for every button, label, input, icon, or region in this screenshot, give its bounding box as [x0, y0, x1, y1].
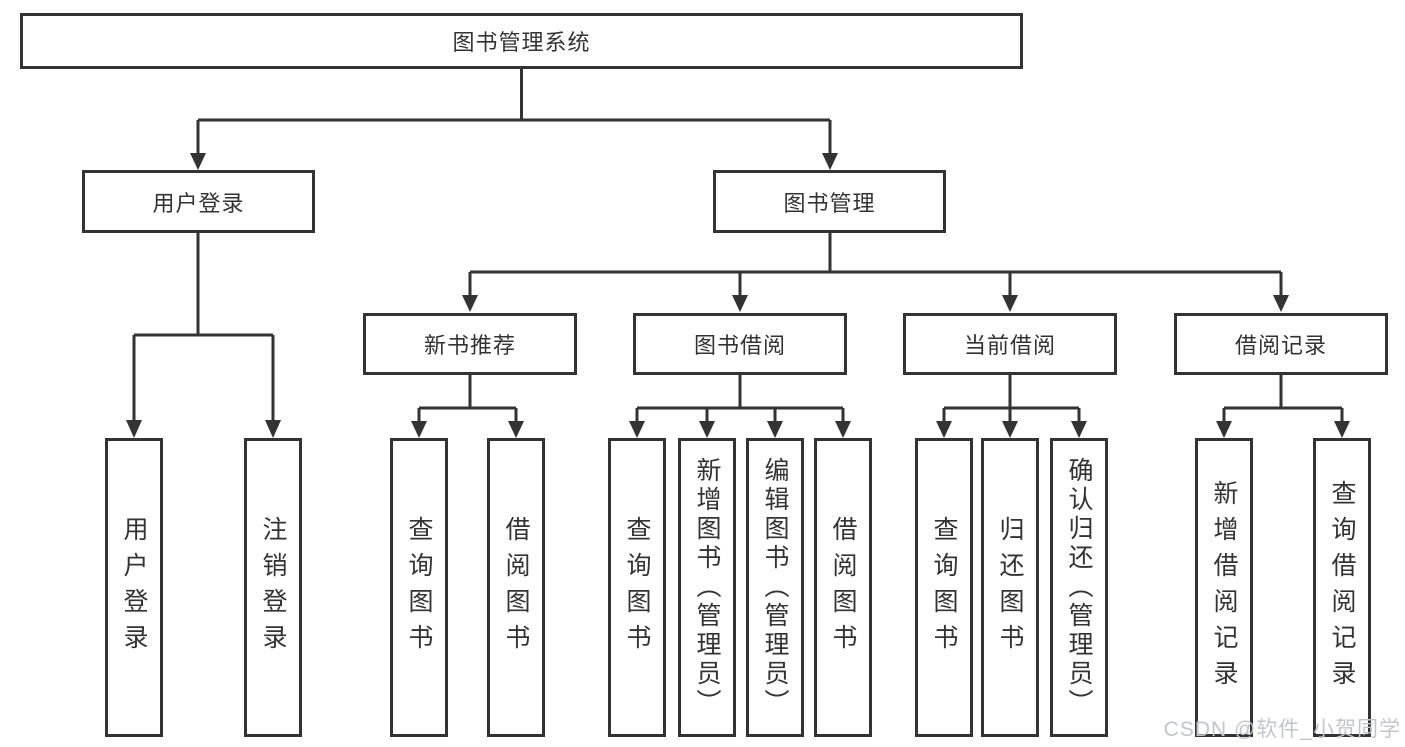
- leaf-recommend-borrow-books: 借阅图书: [487, 438, 545, 737]
- leaf-recommend-query-books: 查询图书: [390, 438, 448, 737]
- leaf-records-add-record: 新增借阅记录: [1195, 438, 1253, 737]
- arrowhead: [1002, 295, 1018, 312]
- leaf-label: 编辑图书（管理员）: [761, 457, 789, 718]
- connector-root: [196, 68, 832, 154]
- node-current-borrowing: 当前借阅: [903, 313, 1117, 375]
- arrowhead: [767, 421, 783, 438]
- connector-user-login: [132, 232, 275, 421]
- node-book-borrowing: 图书借阅: [633, 313, 847, 375]
- node-user-login: 用户登录: [82, 170, 315, 233]
- leaf-label: 新增图书（管理员）: [693, 457, 721, 718]
- leaf-label: 借阅图书: [502, 515, 530, 660]
- arrowhead: [190, 153, 206, 170]
- leaf-borrow-add-books-admin: 新增图书（管理员）: [678, 438, 736, 737]
- arrowhead: [1071, 421, 1087, 438]
- leaf-label: 查询图书: [405, 515, 433, 660]
- connector-new-book-recommendation: [417, 375, 518, 423]
- leaf-borrow-edit-books-admin: 编辑图书（管理员）: [746, 438, 804, 737]
- arrowhead: [936, 421, 952, 438]
- arrowhead: [265, 420, 281, 438]
- leaf-label: 用户登录: [120, 515, 148, 660]
- arrowhead: [462, 295, 478, 312]
- arrowhead: [411, 421, 427, 438]
- leaf-label: 借阅图书: [829, 515, 857, 660]
- leaf-label: 查询借阅记录: [1328, 479, 1356, 696]
- leaf-label: 查询图书: [930, 515, 958, 660]
- connector-current-borrowing: [942, 375, 1081, 423]
- arrowhead: [1216, 421, 1232, 438]
- arrowhead: [1334, 421, 1350, 438]
- leaf-current-return-books: 归还图书: [981, 438, 1039, 737]
- arrowhead: [732, 295, 748, 312]
- arrowhead: [835, 421, 851, 438]
- arrowhead: [1002, 421, 1018, 438]
- connector-book-borrowing: [635, 375, 845, 423]
- leaf-user-login: 用户登录: [105, 438, 163, 737]
- connector-borrowing-records: [1222, 375, 1344, 423]
- node-borrowing-records: 借阅记录: [1174, 313, 1388, 375]
- arrowhead: [126, 420, 142, 438]
- leaf-records-query-record: 查询借阅记录: [1313, 438, 1371, 737]
- leaf-current-confirm-return-admin: 确认归还（管理员）: [1050, 438, 1108, 737]
- leaf-label: 新增借阅记录: [1210, 479, 1238, 696]
- node-new-book-recommendation: 新书推荐: [363, 313, 577, 375]
- arrowhead: [508, 421, 524, 438]
- arrowhead: [822, 153, 838, 170]
- csdn-watermark: CSDN @软件_小贺同学: [1163, 718, 1401, 741]
- leaf-current-query-books: 查询图书: [915, 438, 973, 737]
- connector-book-management: [468, 232, 1283, 297]
- leaf-borrow-borrow-books: 借阅图书: [814, 438, 872, 737]
- leaf-label: 归还图书: [996, 515, 1024, 660]
- arrowhead: [629, 421, 645, 438]
- leaf-logout: 注销登录: [244, 438, 302, 737]
- leaf-borrow-query-books: 查询图书: [608, 438, 666, 737]
- node-library-system: 图书管理系统: [20, 13, 1023, 69]
- leaf-label: 确认归还（管理员）: [1065, 457, 1093, 718]
- arrowhead: [699, 421, 715, 438]
- leaf-label: 查询图书: [623, 515, 651, 660]
- arrowhead: [1273, 295, 1289, 312]
- leaf-label: 注销登录: [259, 515, 287, 660]
- node-book-management: 图书管理: [713, 170, 946, 233]
